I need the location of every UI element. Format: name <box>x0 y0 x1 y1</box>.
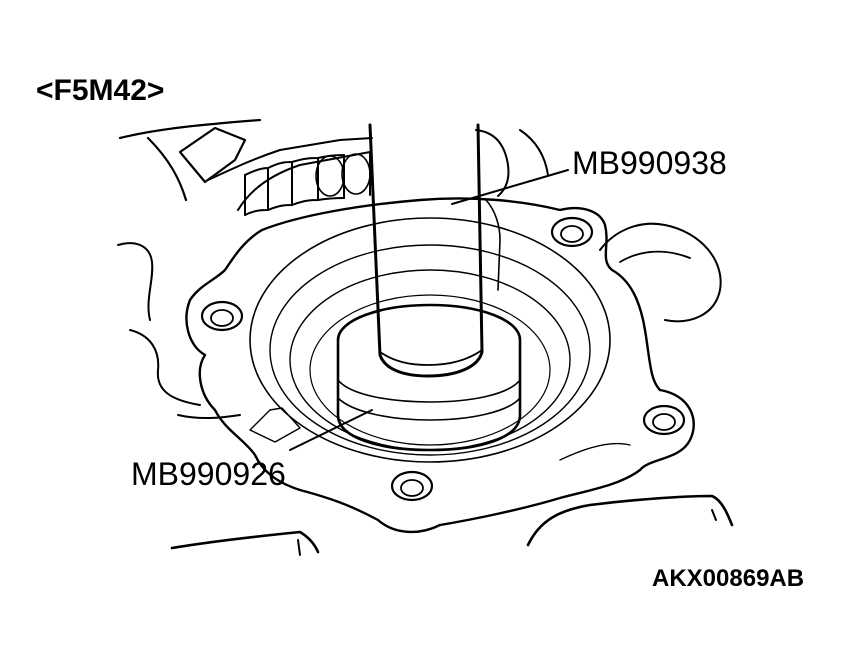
leader-line-driver <box>451 169 569 205</box>
tool-label-installer: MB990926 <box>131 456 286 492</box>
model-label: <F5M42> <box>36 74 165 107</box>
installer-tool-body <box>336 303 522 452</box>
bearing-rollers <box>244 151 371 216</box>
bore-rings <box>249 217 631 463</box>
bearing-retainer-flange <box>185 197 722 534</box>
tool-label-driver: MB990938 <box>572 145 727 181</box>
transmission-case-outline <box>117 118 549 419</box>
flange-bolt-holes <box>200 216 686 502</box>
lower-case-outline <box>170 494 734 556</box>
driver-bar <box>368 123 501 378</box>
figure-code: AKX00869AB <box>652 565 805 592</box>
leader-line-installer <box>289 409 373 451</box>
